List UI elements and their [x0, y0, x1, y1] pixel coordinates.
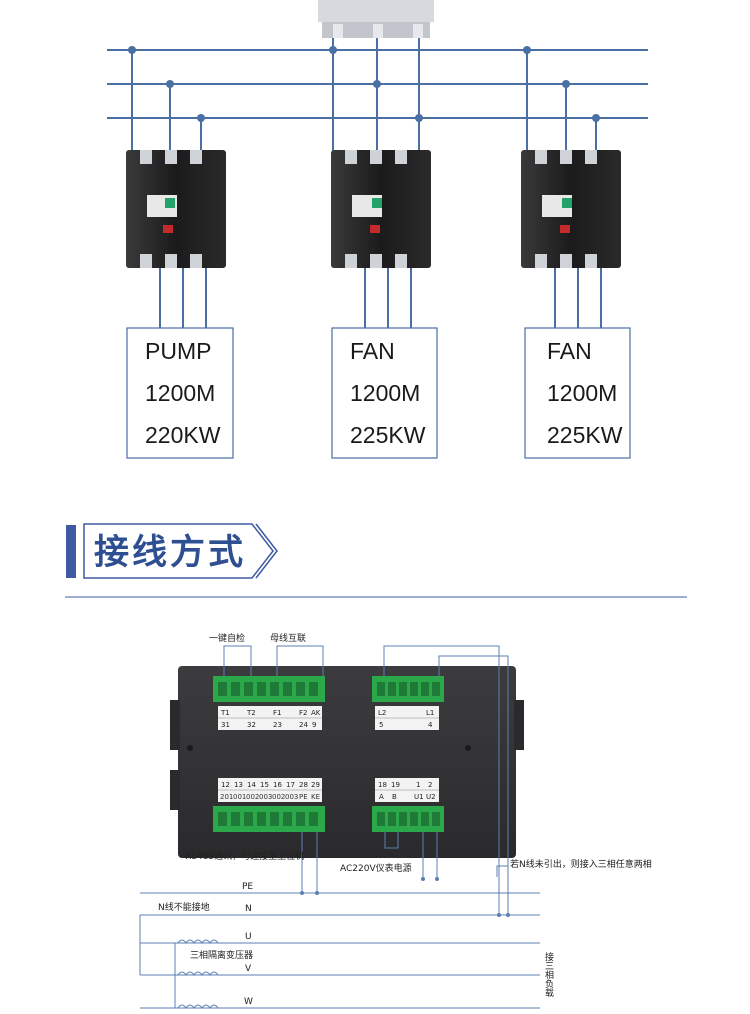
- svg-text:29: 29: [311, 781, 320, 789]
- wiring-lines: [223, 645, 509, 915]
- load-rating: 1200M: [547, 380, 617, 406]
- svg-text:B: B: [392, 793, 397, 801]
- svg-text:28: 28: [299, 781, 308, 789]
- svg-text:5: 5: [379, 721, 383, 729]
- svg-text:24: 24: [299, 721, 308, 729]
- breaker-2: [329, 38, 431, 328]
- load-power: 225KW: [350, 422, 426, 448]
- label-self-check: 一键自检: [209, 632, 245, 644]
- meter-device: T1 T2 F1 F2 AK 31 32 23 24 9 L2 L1 5 4 1…: [170, 666, 524, 858]
- svg-text:13: 13: [234, 781, 243, 789]
- load-box-3: FAN 1200M 225KW: [524, 327, 631, 459]
- label-rs485: RS485通讯，可连接至上位机: [185, 850, 304, 862]
- svg-text:14: 14: [247, 781, 256, 789]
- load-power: 225KW: [547, 422, 623, 448]
- svg-text:32: 32: [247, 721, 256, 729]
- line-label-w: W: [244, 997, 253, 1007]
- label-n-ground: N线不能接地: [158, 901, 210, 913]
- svg-text:PE: PE: [299, 793, 308, 801]
- line-label-v: V: [245, 964, 252, 974]
- label-bus-link: 母线互联: [270, 632, 306, 644]
- section-header: 接线方式: [65, 523, 687, 598]
- svg-text:U1: U1: [414, 793, 424, 801]
- load-box-1: PUMP 1200M 220KW: [126, 327, 234, 459]
- svg-text:AK: AK: [311, 709, 321, 717]
- top-device: [318, 0, 434, 38]
- svg-text:接三相负载: 接三相负载: [543, 951, 554, 998]
- svg-text:A: A: [379, 793, 384, 801]
- breaker-3: [521, 46, 621, 328]
- load-name: PUMP: [145, 338, 211, 364]
- svg-text:2: 2: [428, 781, 432, 789]
- power-lines: [139, 892, 540, 1009]
- transformer-coils: [174, 939, 219, 1009]
- svg-text:9: 9: [312, 721, 316, 729]
- svg-text:U2: U2: [426, 793, 436, 801]
- svg-text:19: 19: [391, 781, 400, 789]
- svg-text:KE: KE: [311, 793, 320, 801]
- accent-bar: [66, 525, 76, 578]
- load-rating: 1200M: [145, 380, 215, 406]
- svg-text:18: 18: [378, 781, 387, 789]
- svg-text:31: 31: [221, 721, 230, 729]
- load-box-2: FAN 1200M 225KW: [331, 327, 438, 459]
- svg-text:T1: T1: [220, 709, 230, 717]
- svg-text:003: 003: [259, 793, 272, 801]
- load-power: 220KW: [145, 422, 221, 448]
- load-name: FAN: [547, 338, 592, 364]
- svg-text:002: 002: [272, 793, 285, 801]
- svg-text:23: 23: [273, 721, 282, 729]
- svg-text:17: 17: [286, 781, 295, 789]
- load-rating: 1200M: [350, 380, 420, 406]
- svg-text:201: 201: [220, 793, 233, 801]
- svg-text:16: 16: [273, 781, 282, 789]
- line-label-pe: PE: [242, 882, 253, 892]
- label-n-note: 若N线未引出，则接入三相任意两相: [510, 858, 652, 870]
- svg-text:002: 002: [246, 793, 259, 801]
- load-name: FAN: [350, 338, 395, 364]
- svg-text:1: 1: [416, 781, 420, 789]
- line-label-u: U: [245, 932, 252, 942]
- svg-text:T2: T2: [246, 709, 256, 717]
- breaker-1: [126, 46, 226, 328]
- section-title: 接线方式: [94, 532, 246, 573]
- label-ac220: AC220V仪表电源: [340, 862, 412, 874]
- svg-text:F2: F2: [299, 709, 307, 717]
- svg-text:L2: L2: [378, 709, 386, 717]
- svg-text:12: 12: [221, 781, 230, 789]
- svg-text:15: 15: [260, 781, 269, 789]
- svg-text:4: 4: [428, 721, 433, 729]
- line-label-n: N: [245, 904, 252, 914]
- svg-text:001: 001: [233, 793, 246, 801]
- svg-text:L1: L1: [426, 709, 434, 717]
- label-transformer: 三相隔离变压器: [190, 949, 253, 961]
- label-load-vertical: 接三相负载: [543, 951, 554, 998]
- svg-text:003: 003: [285, 793, 298, 801]
- svg-text:F1: F1: [273, 709, 281, 717]
